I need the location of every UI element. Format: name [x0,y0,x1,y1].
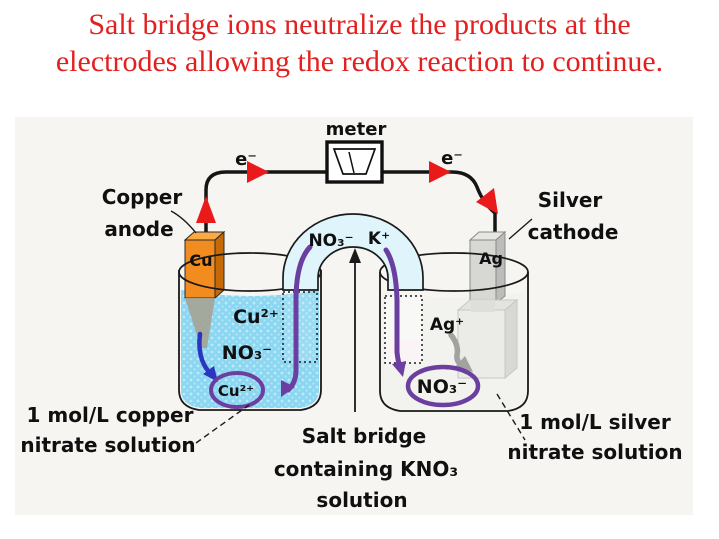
cu2-ion-label: Cu²⁺ [233,306,279,328]
salt-bridge-leg-right [384,295,423,364]
salt-bridge-caption-1: Salt bridge [302,424,427,448]
cu2-circle-highlight [209,371,265,409]
electron-arrow-right-right-icon [429,161,451,183]
electron-arrow-down-icon [476,188,498,214]
silver-cathode-caption-1: Silver [538,188,603,212]
left-beaker-rim [178,252,322,292]
electron-arrow-up-icon [196,196,216,223]
silver-solution-caption-1: 1 mol/L silver [519,410,671,434]
page-title: Salt bridge ions neutralize the products… [0,6,719,80]
no3-migration-arrowhead-icon [281,380,295,397]
no3-migration-arrow [285,244,313,393]
k-migration-arrowhead-icon [392,361,406,377]
salt-bridge-caption-2: containing KNO₃ [274,457,458,481]
no3-ion-label-left: NO₃⁻ [222,342,272,364]
bridge-k-label: K⁺ [368,229,390,249]
title-line-2: electrodes allowing the redox reaction t… [55,45,664,78]
copper-solution-caption-1: 1 mol/L copper [27,403,194,427]
silver-block-neck [471,300,495,312]
no3-circled-label: NO₃⁻ [417,376,467,398]
meter-label: meter [326,119,387,140]
copper-anode-caption-2: anode [104,217,173,241]
cu2-circled-label: Cu²⁺ [218,382,254,400]
silver-solution-pointer [496,393,526,441]
silver-solution-caption-2: nitrate solution [507,440,682,464]
meter-needle-icon [348,151,355,174]
copper-solution-pointer [195,404,250,444]
silver-cathode-electrode [469,239,497,304]
meter-dial-icon [332,148,377,175]
salt-bridge-leg-left [282,291,318,363]
salt-bridge-arch [282,213,424,291]
electron-label-right: e⁻ [441,148,463,169]
electron-arrow-right-left-icon [247,161,269,183]
silver-cathode-caption-2: cathode [528,220,619,244]
bridge-no3-label: NO₃⁻ [308,231,353,251]
copper-solution-caption-2: nitrate solution [20,433,195,457]
right-beaker [379,272,529,412]
title-line-1: Salt bridge ions neutralize the products… [88,8,631,41]
salt-bridge-pointer-arrowhead-icon [349,248,361,263]
copper-anode-caption-1: Copper [102,185,183,209]
right-beaker-rim [379,252,529,292]
cu-dissolve-arrow [197,331,212,375]
silver-caption-pointer [508,218,533,240]
copper-dissolving-cone [185,298,215,348]
left-beaker [178,270,322,411]
meter-box [325,140,384,184]
no3-circle-highlight [405,364,481,408]
copper-caption-pointer [170,210,197,234]
wire-left [204,170,327,233]
salt-bridge-caption-3: solution [316,488,407,512]
copper-electrode-symbol: Cu [189,251,212,270]
cu-dissolve-arrowhead-icon [203,366,218,382]
electron-label-left: e⁻ [235,149,257,170]
silver-electrode-symbol: Ag [479,249,503,268]
silver-block-side [504,298,518,380]
ag-ion-label: Ag⁺ [430,315,464,335]
